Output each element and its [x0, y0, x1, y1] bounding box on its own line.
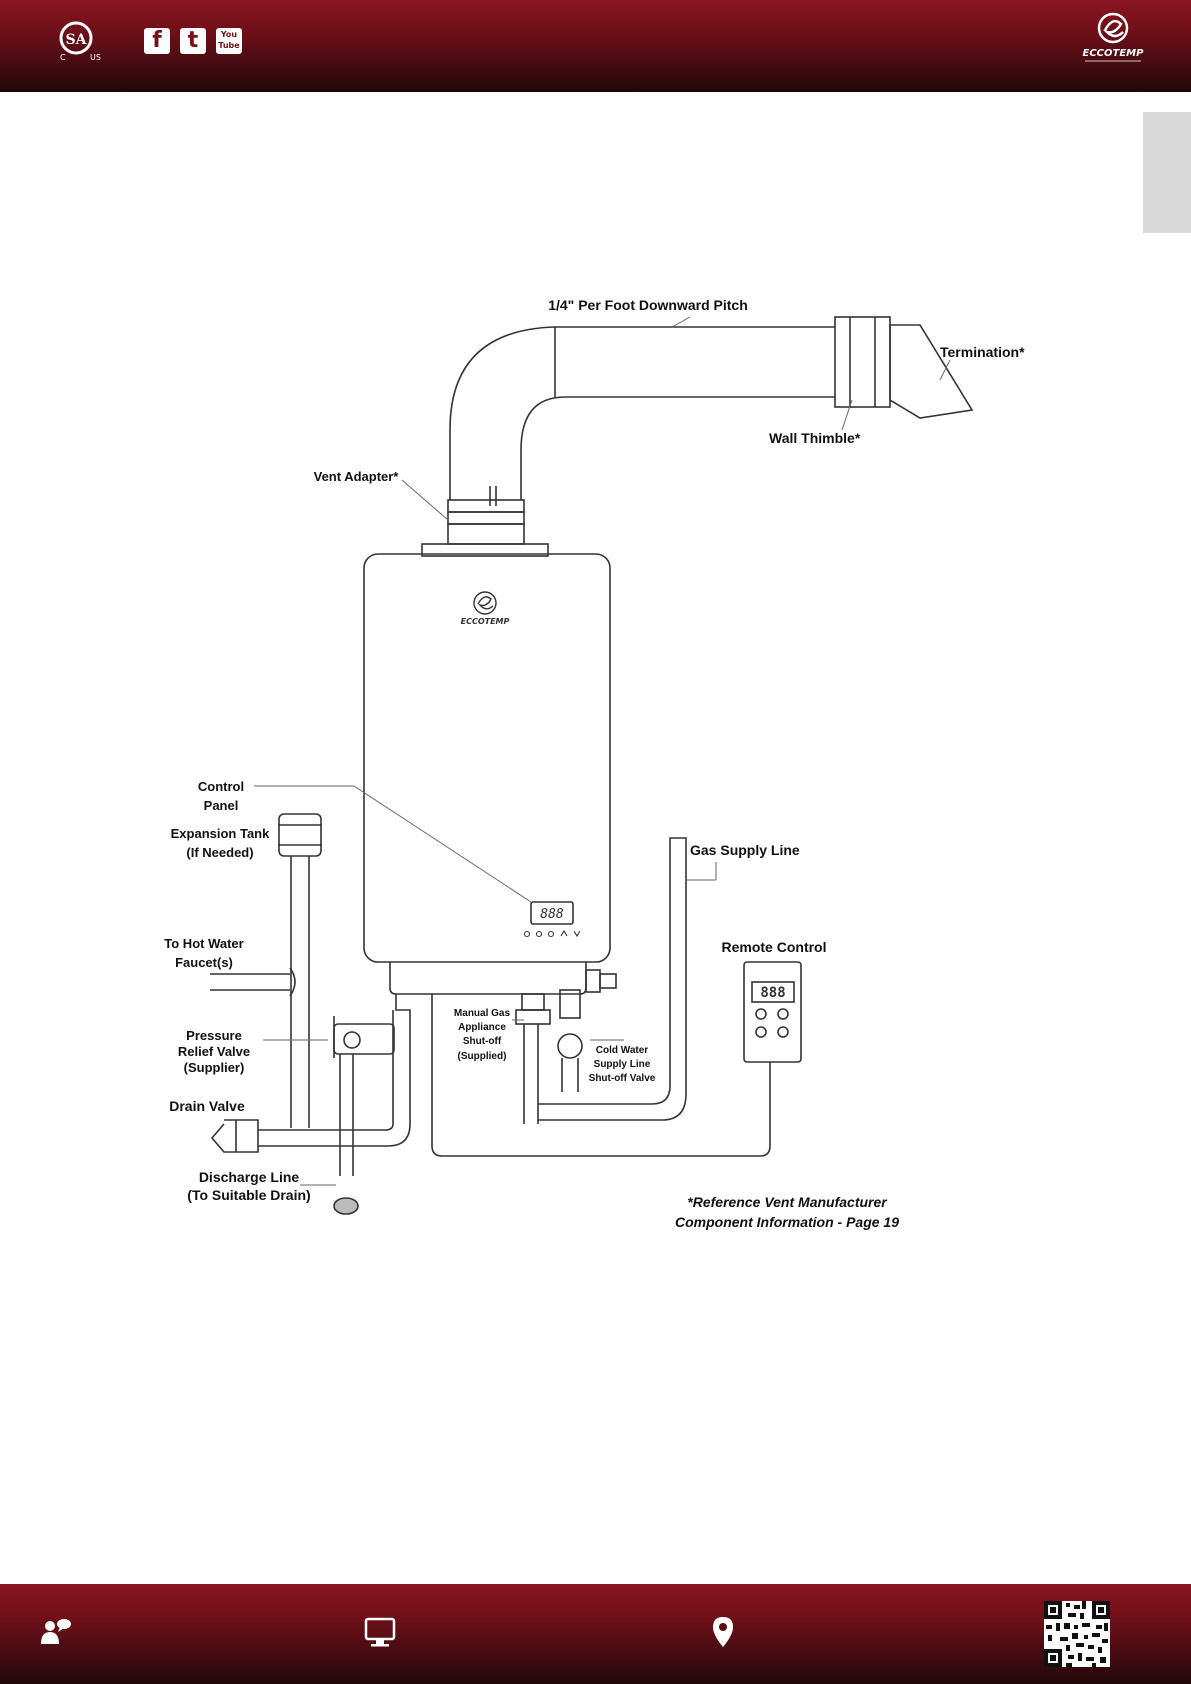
svg-text:(Supplier): (Supplier)	[184, 1060, 245, 1075]
label-remote-control: Remote Control	[722, 939, 827, 955]
label-pressure-relief-valve: Pressure	[186, 1028, 242, 1043]
svg-text:ECCOTEMP: ECCOTEMP	[461, 617, 510, 626]
label-discharge-line: Discharge Line	[199, 1169, 300, 1185]
label-manual-gas-shutoff: Manual Gas	[454, 1008, 511, 1019]
svg-text:Shut-off: Shut-off	[463, 1036, 502, 1047]
eccotemp-logo: ECCOTEMP	[1083, 12, 1145, 62]
svg-text:Appliance: Appliance	[458, 1022, 506, 1033]
section-tab	[1143, 112, 1191, 233]
svg-text:Shut-off Valve: Shut-off Valve	[589, 1073, 656, 1084]
label-control-panel: Control	[198, 779, 244, 794]
youtube-icon[interactable]: You Tube	[216, 28, 242, 54]
label-gas-supply-line: Gas Supply Line	[690, 842, 800, 858]
reference-note: *Reference Vent Manufacturer	[687, 1194, 888, 1210]
svg-text:Relief Valve: Relief Valve	[178, 1044, 250, 1059]
monitor-icon[interactable]	[362, 1614, 398, 1650]
location-pin-icon[interactable]	[705, 1614, 741, 1650]
svg-text:(Supplied): (Supplied)	[458, 1051, 507, 1062]
twitter-icon[interactable]: t	[180, 28, 206, 54]
label-pitch: 1/4" Per Foot Downward Pitch	[548, 297, 748, 313]
label-hot-water: To Hot Water	[164, 936, 243, 951]
svg-text:ECCOTEMP: ECCOTEMP	[1083, 48, 1145, 59]
svg-text:(If Needed): (If Needed)	[186, 845, 253, 860]
label-drain-valve: Drain Valve	[169, 1098, 245, 1114]
remote-display-readout: 888	[760, 985, 785, 1001]
svg-text:US: US	[90, 53, 101, 62]
csa-certification-logo: SA C US	[59, 21, 101, 62]
label-cold-water-shutoff: Cold Water	[596, 1045, 649, 1056]
svg-text:SA: SA	[66, 32, 88, 48]
label-wall-thimble: Wall Thimble*	[769, 430, 861, 446]
svg-text:(To Suitable Drain): (To Suitable Drain)	[187, 1187, 310, 1203]
label-termination: Termination*	[940, 344, 1025, 360]
heater-display-readout: 888	[540, 907, 564, 922]
svg-text:C: C	[60, 53, 66, 62]
label-vent-adapter: Vent Adapter*	[314, 469, 400, 484]
svg-text:Faucet(s): Faucet(s)	[175, 955, 233, 970]
heater-brand-logo: ECCOTEMP	[461, 591, 510, 626]
facebook-icon[interactable]: f	[144, 28, 170, 54]
svg-text:Component Information - Page 1: Component Information - Page 19	[675, 1214, 899, 1230]
label-expansion-tank: Expansion Tank	[171, 826, 270, 841]
bottom-footer-bar	[0, 1584, 1191, 1684]
qr-code[interactable]	[1044, 1601, 1110, 1667]
top-header-bar: SA C US f t You Tube ECCOTEMP	[0, 0, 1191, 92]
svg-text:Supply Line: Supply Line	[594, 1059, 651, 1070]
svg-text:Panel: Panel	[204, 798, 239, 813]
contact-icon[interactable]	[38, 1614, 74, 1650]
